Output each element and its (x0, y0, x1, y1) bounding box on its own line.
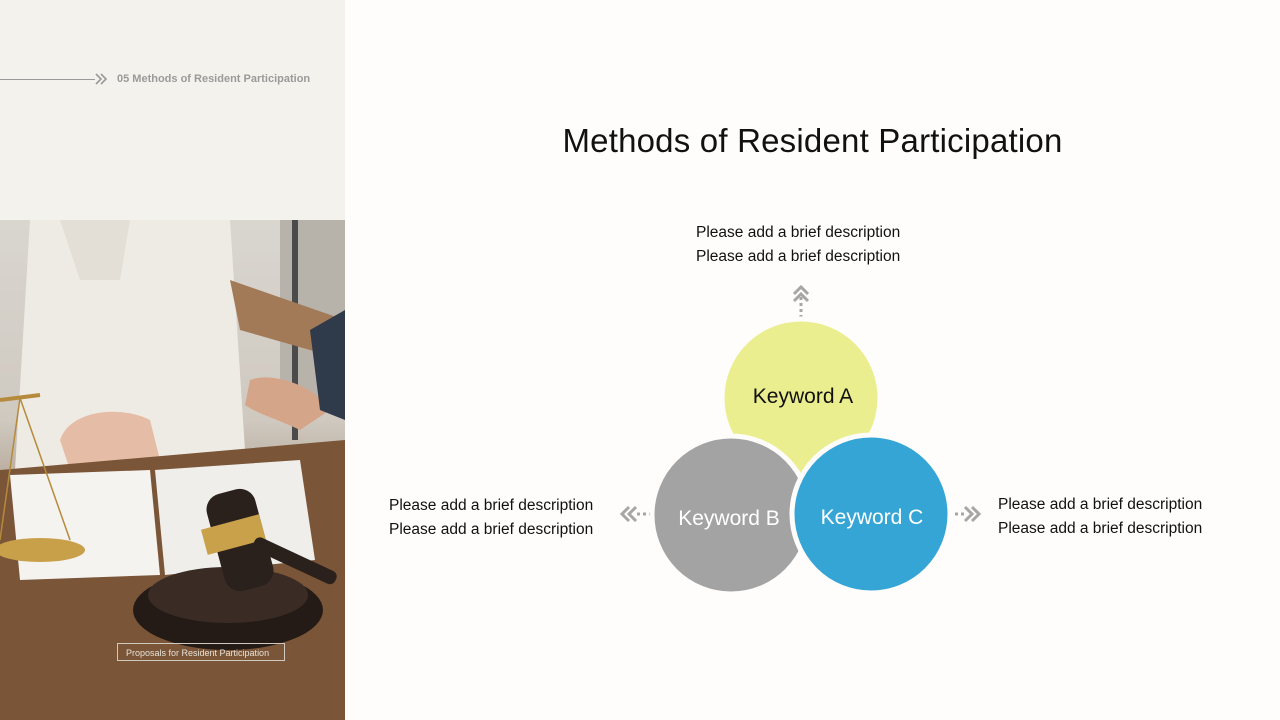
breadcrumb-line (0, 79, 95, 80)
venn-diagram (619, 284, 982, 597)
keyword-a-label: Keyword A (752, 385, 854, 408)
page-title: Methods of Resident Participation (562, 122, 1063, 159)
description-line: Please add a brief description (389, 521, 594, 538)
photo-caption: Proposals for Resident Participation (117, 643, 285, 661)
keyword-b-label: Keyword B (678, 507, 780, 530)
description-line: Please add a brief description (998, 496, 1203, 513)
arrow-up-icon (792, 284, 810, 318)
description-line: Please add a brief description (389, 497, 594, 514)
description-right: Please add a brief description Please ad… (998, 493, 1202, 541)
courtroom-photo (0, 220, 345, 720)
description-line: Please add a brief description (696, 248, 901, 265)
arrow-left-icon (619, 505, 652, 523)
description-line: Please add a brief description (696, 224, 901, 241)
breadcrumb-text: 05 Methods of Resident Participation (117, 73, 311, 85)
double-chevron-right-icon (95, 73, 108, 85)
keyword-c-circle (789, 432, 953, 596)
description-left: Please add a brief description Please ad… (389, 494, 593, 542)
keyword-c-label: Keyword C (820, 506, 924, 529)
description-top: Please add a brief description Please ad… (696, 221, 900, 269)
description-line: Please add a brief description (998, 520, 1203, 537)
arrow-right-icon (949, 505, 982, 523)
